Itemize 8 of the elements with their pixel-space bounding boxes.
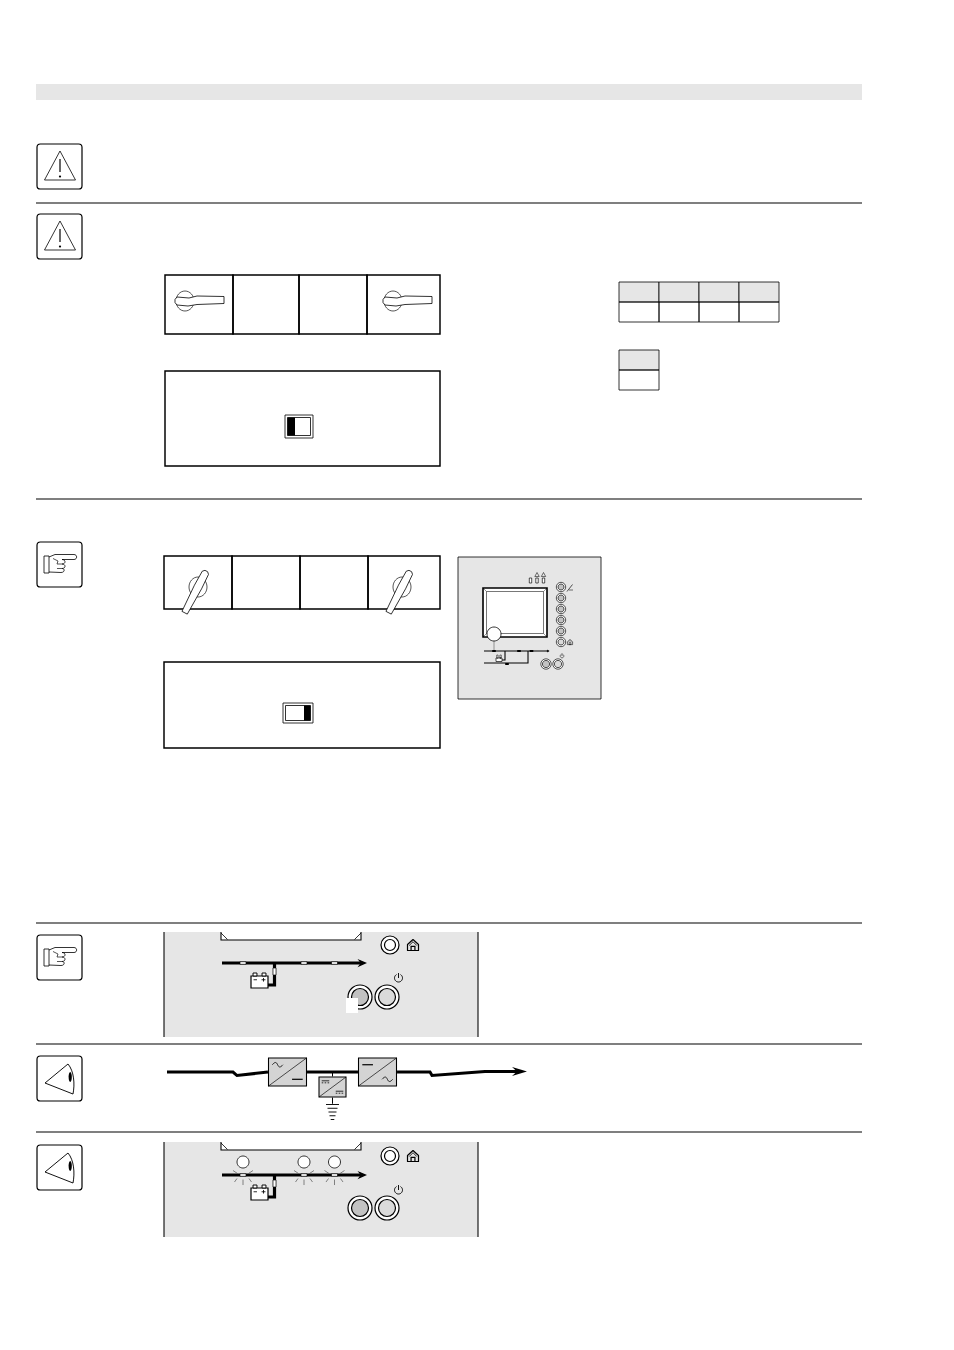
connector-line bbox=[307, 1070, 358, 1074]
converter-box bbox=[318, 1076, 347, 1098]
connector-line bbox=[306, 1071, 333, 1077]
connector-line bbox=[332, 1097, 333, 1105]
converter-box bbox=[357, 1057, 398, 1087]
converter-box bbox=[267, 1057, 308, 1087]
ground-symbol bbox=[325, 1104, 340, 1120]
connector-line bbox=[167, 1070, 269, 1078]
